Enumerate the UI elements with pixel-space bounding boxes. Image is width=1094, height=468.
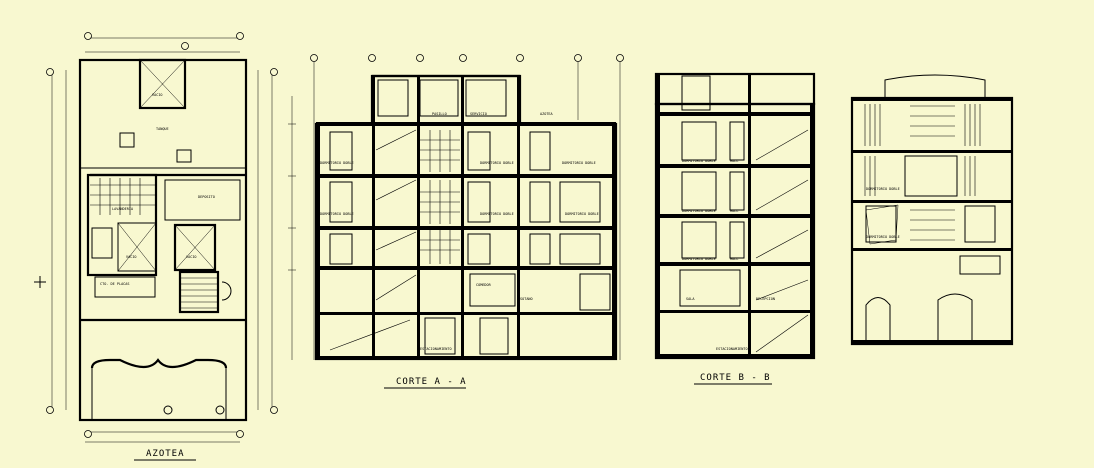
plan-label-lavanderia: LAVANDERIA — [112, 207, 134, 211]
elevation: DORMITORIO DOBLE DORMITORIO DOBLE — [850, 74, 1014, 346]
section-b-label-dorm-3: DORMITORIO DOBLE — [682, 257, 716, 261]
section-a-label-dorm-1: DORMITORIO DOBLE — [320, 161, 354, 165]
section-b-label-hall-2: HALL — [730, 209, 738, 213]
section-a-title: CORTE A - A — [396, 377, 467, 387]
plan-label-vacio-right: VACIO — [186, 255, 197, 259]
section-a-label-dorm-2: DORMITORIO DOBLE — [480, 161, 514, 165]
section-b-label-recepcion: RECEPCION — [756, 297, 775, 301]
elevation-label-dorm-1: DORMITORIO DOBLE — [866, 187, 900, 191]
section-b-label-dorm-2: DORMITORIO DOBLE — [682, 209, 716, 213]
section-a-label-sotano: SOTANO — [520, 297, 533, 301]
section-a-label-servicio: SERVICIO — [470, 112, 487, 116]
section-b-label-hall-1: HALL — [730, 159, 738, 163]
section-a-label-dorm-6: DORMITORIO DOBLE — [565, 212, 599, 216]
plan-label-deposito: DEPOSITO — [198, 195, 215, 199]
elevation-label-dorm-2: DORMITORIO DOBLE — [866, 235, 900, 239]
plan-label-cto-placas: CTO. DE PLACAS — [100, 282, 130, 286]
section-b-label-hall-3: HALL — [730, 257, 738, 261]
section-a-label-dorm-4: DORMITORIO DOBLE — [320, 212, 354, 216]
section-b-label-dorm-1: DORMITORIO DOBLE — [682, 159, 716, 163]
section-a-label-dorm-5: DORMITORIO DOBLE — [480, 212, 514, 216]
section-a-label-estacionamiento: ESTACIONAMIENTO — [420, 347, 452, 351]
section-b-label-estacionamiento: ESTACIONAMIENTO — [716, 347, 748, 351]
plan-label-vacio-top: VACIO — [152, 93, 163, 97]
section-b-title: CORTE B - B — [700, 373, 771, 383]
section-a-label-comedor: COMEDOR — [476, 283, 492, 287]
section-b-label-sala: SALA — [686, 297, 695, 301]
section-b-b: CTO. DE PLACAS AZOTEA DORMITORIO DOBLE D… — [654, 72, 816, 385]
plan-azotea: VACIO TANQUE DEPOSITO LAVANDERIA VACIO V… — [34, 32, 278, 461]
section-b-label-cto-placas: CTO. DE PLACAS — [686, 112, 716, 116]
section-a-a: PASILLO SERVICIO AZOTEA DORMITORIO DOBLE… — [288, 54, 624, 389]
section-a-label-azotea: AZOTEA — [540, 112, 554, 116]
plan-label-vacio-left: VACIO — [126, 255, 137, 259]
section-b-label-azotea: AZOTEA — [762, 112, 776, 116]
section-a-label-pasillo: PASILLO — [432, 112, 447, 116]
section-a-label-dorm-3: DORMITORIO DOBLE — [562, 161, 596, 165]
plan-title: AZOTEA — [146, 449, 185, 459]
plan-label-tanque: TANQUE — [156, 127, 169, 131]
